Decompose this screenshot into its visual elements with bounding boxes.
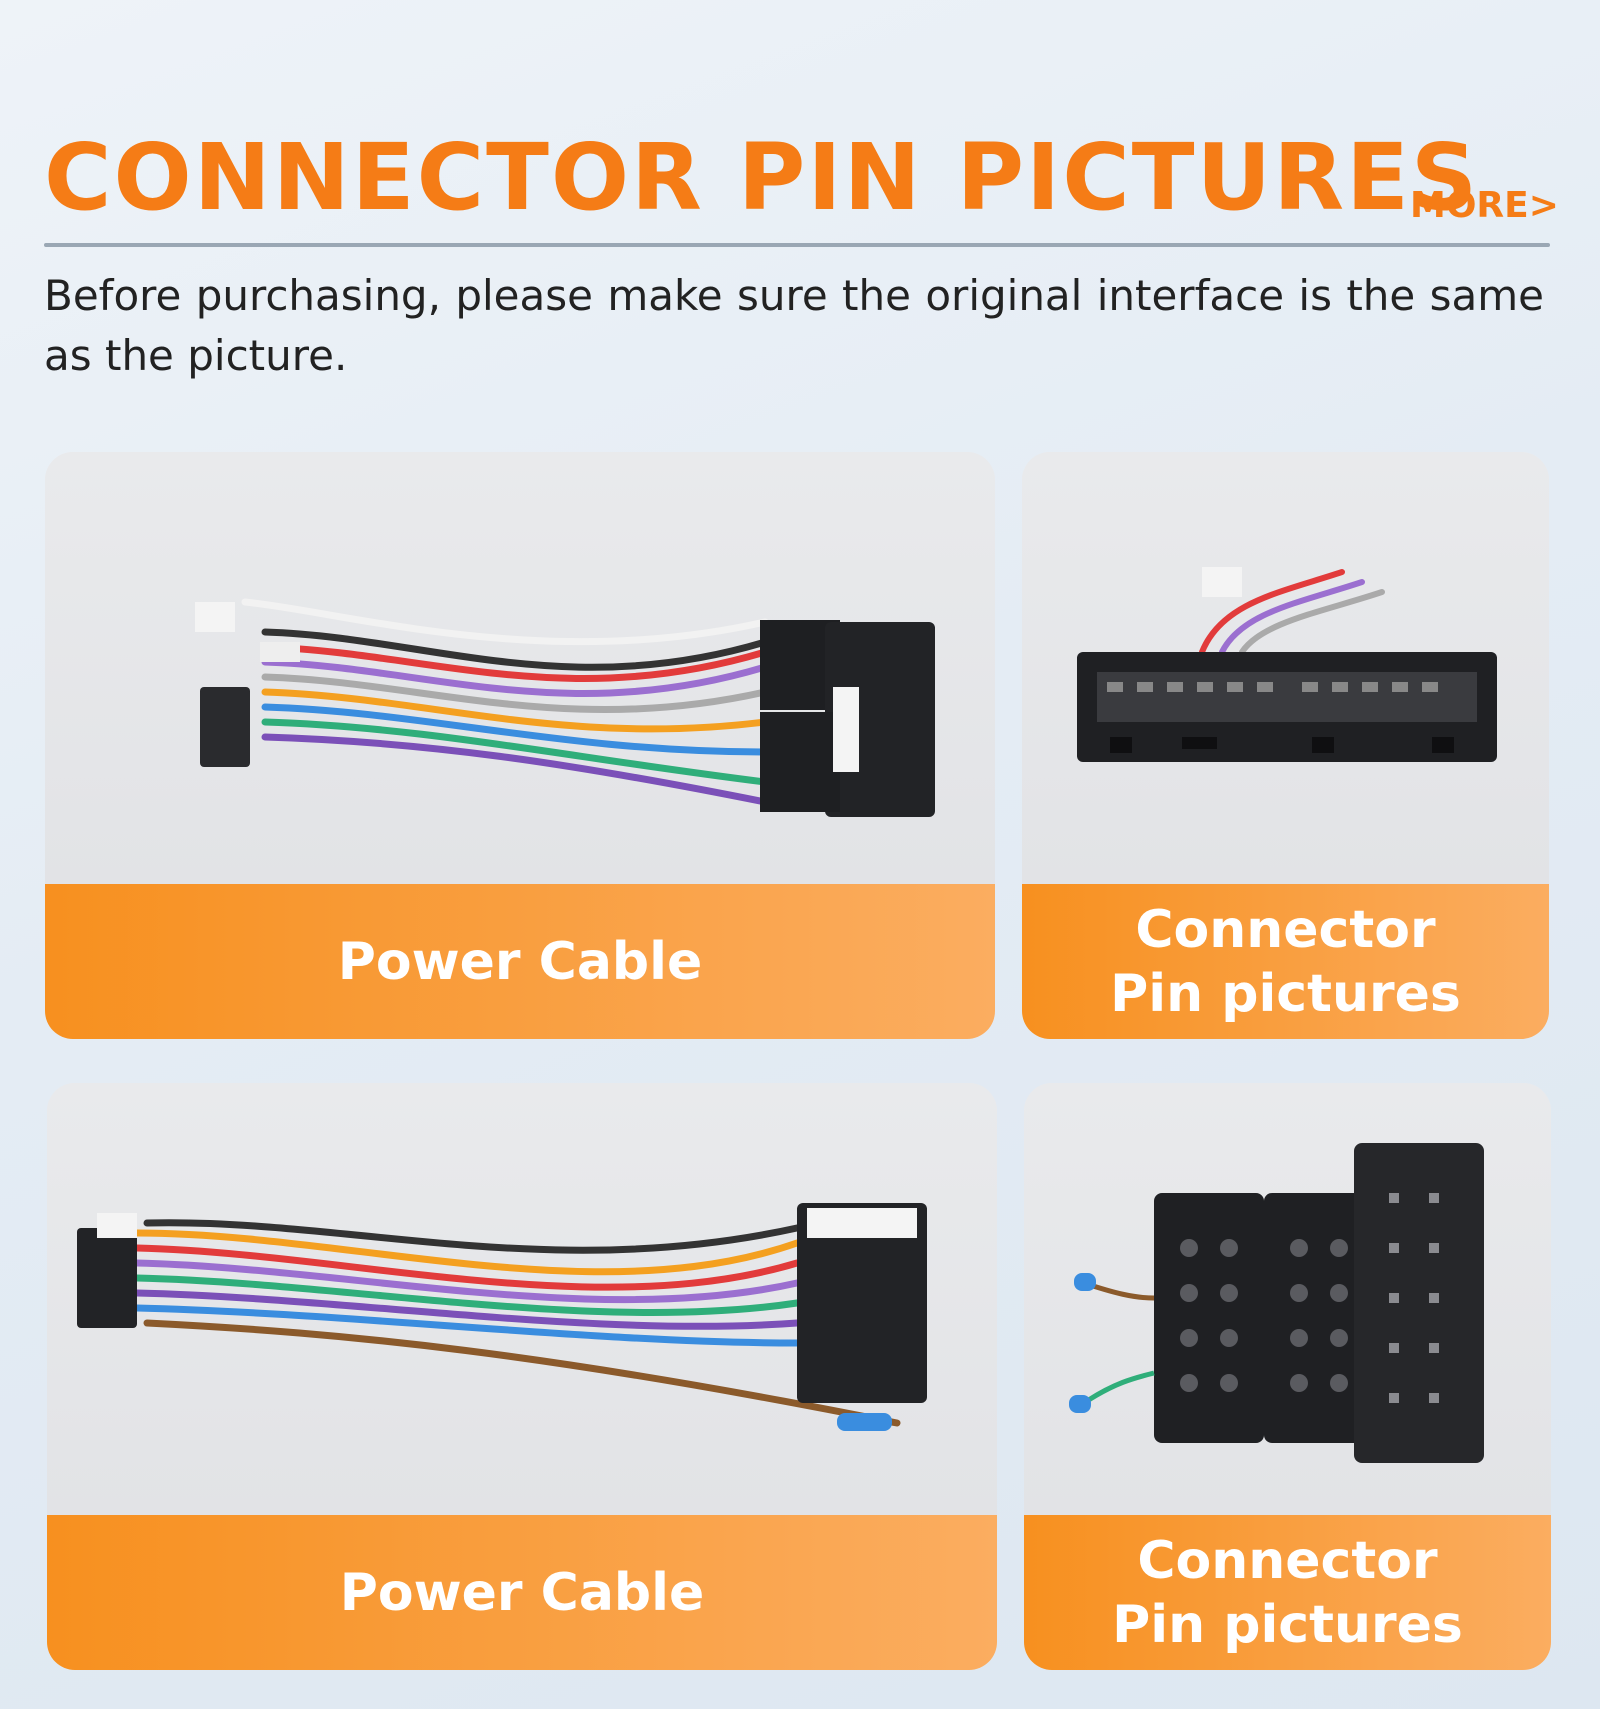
header-divider xyxy=(44,243,1550,247)
iso-connector-photo xyxy=(1024,1083,1551,1515)
page-title: CONNECTOR PIN PICTURES xyxy=(44,124,1480,231)
caption-line: Pin pictures xyxy=(1110,963,1461,1024)
caption-line: Power Cable xyxy=(339,1562,705,1623)
card-caption: Connector Pin pictures xyxy=(1022,884,1549,1039)
caption-line: Pin pictures xyxy=(1112,1594,1463,1655)
connector-pins-photo xyxy=(1022,452,1549,884)
caption-line: Power Cable xyxy=(337,931,703,992)
wire-harness-photo xyxy=(45,452,995,884)
more-link[interactable]: MORE> xyxy=(1410,185,1559,226)
caption-line: Connector xyxy=(1135,899,1436,960)
card-caption: Power Cable xyxy=(47,1515,997,1670)
wire-harness-photo xyxy=(47,1083,997,1515)
caption-line: Connector xyxy=(1137,1530,1438,1591)
intro-text: Before purchasing, please make sure the … xyxy=(44,271,1544,380)
product-card-connector-pins-2[interactable]: Connector Pin pictures xyxy=(1024,1083,1551,1670)
product-card-connector-pins-1[interactable]: Connector Pin pictures xyxy=(1022,452,1549,1039)
product-card-power-cable-2[interactable]: Power Cable xyxy=(47,1083,997,1670)
card-caption: Connector Pin pictures xyxy=(1024,1515,1551,1670)
product-card-power-cable-1[interactable]: Power Cable xyxy=(45,452,995,1039)
card-caption: Power Cable xyxy=(45,884,995,1039)
